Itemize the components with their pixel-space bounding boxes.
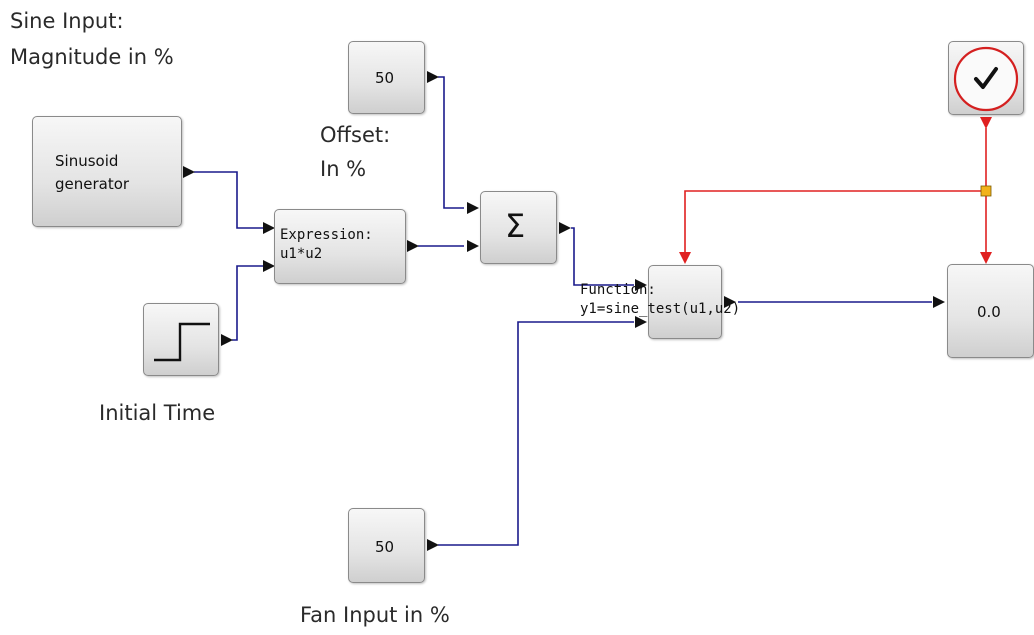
link-step-to-expression[interactable] — [232, 265, 264, 341]
event-output-port-clock[interactable] — [980, 117, 992, 129]
initial-time-label: Initial Time — [99, 401, 216, 425]
step-function-icon — [154, 322, 210, 362]
offset-label-line1: Offset: — [320, 123, 391, 147]
output-port-offset[interactable] — [427, 71, 439, 83]
output-port-expression[interactable] — [407, 240, 419, 252]
fan-constant-value: 50 — [375, 538, 395, 556]
event-split-point[interactable] — [980, 185, 992, 197]
link-offset-to-sum[interactable] — [438, 76, 464, 209]
fan-input-label: Fan Input in % — [300, 603, 450, 627]
link-fan-to-function[interactable] — [438, 321, 634, 546]
offset-label-line2: In % — [320, 157, 367, 181]
sum-block[interactable]: Σ — [480, 191, 557, 264]
step-function-block[interactable] — [143, 303, 219, 376]
expression-label-line2: u1*u2 — [280, 246, 323, 262]
sine-input-label-line1: Sine Input: — [10, 9, 124, 33]
function-block[interactable] — [648, 265, 722, 339]
display-value: 0.0 — [977, 303, 1001, 321]
offset-constant-value: 50 — [375, 69, 395, 87]
input-port-function-2[interactable] — [635, 316, 647, 328]
expression-label-line1: Expression: — [280, 227, 373, 243]
offset-constant-block[interactable]: 50 — [348, 41, 425, 114]
input-port-expression-1[interactable] — [263, 222, 275, 234]
link-sinusoid-to-expression[interactable] — [194, 171, 264, 229]
output-port-function[interactable] — [724, 296, 736, 308]
clock-block[interactable] — [948, 41, 1024, 115]
function-label-line2: y1=sine_test(u1,u2) — [580, 301, 741, 317]
fan-constant-block[interactable]: 50 — [348, 508, 425, 583]
function-label-line1: Function: — [580, 282, 656, 298]
sinusoid-generator-block[interactable]: Sinusoid generator — [32, 116, 182, 227]
display-block[interactable]: 0.0 — [947, 264, 1034, 358]
output-port-step[interactable] — [221, 334, 233, 346]
input-port-sum-2[interactable] — [467, 240, 479, 252]
sum-symbol: Σ — [505, 207, 526, 245]
sinusoid-label-line1: Sinusoid — [55, 152, 119, 170]
sinusoid-label-line2: generator — [55, 175, 130, 193]
input-port-sum-1[interactable] — [467, 202, 479, 214]
expression-block[interactable]: Expression: u1*u2 — [274, 209, 406, 284]
input-port-expression-2[interactable] — [263, 260, 275, 272]
event-input-port-display[interactable] — [980, 252, 992, 264]
event-link-split-to-function[interactable] — [684, 190, 986, 252]
output-port-sum[interactable] — [559, 222, 571, 234]
output-port-sinusoid[interactable] — [183, 166, 195, 178]
input-port-function-1[interactable] — [635, 279, 647, 291]
sine-input-label-line2: Magnitude in % — [10, 45, 174, 69]
link-sum-to-function[interactable] — [571, 227, 634, 286]
output-port-fan[interactable] — [427, 539, 439, 551]
input-port-display[interactable] — [933, 296, 945, 308]
clock-check-icon — [953, 46, 1019, 112]
event-input-port-function[interactable] — [679, 252, 691, 264]
